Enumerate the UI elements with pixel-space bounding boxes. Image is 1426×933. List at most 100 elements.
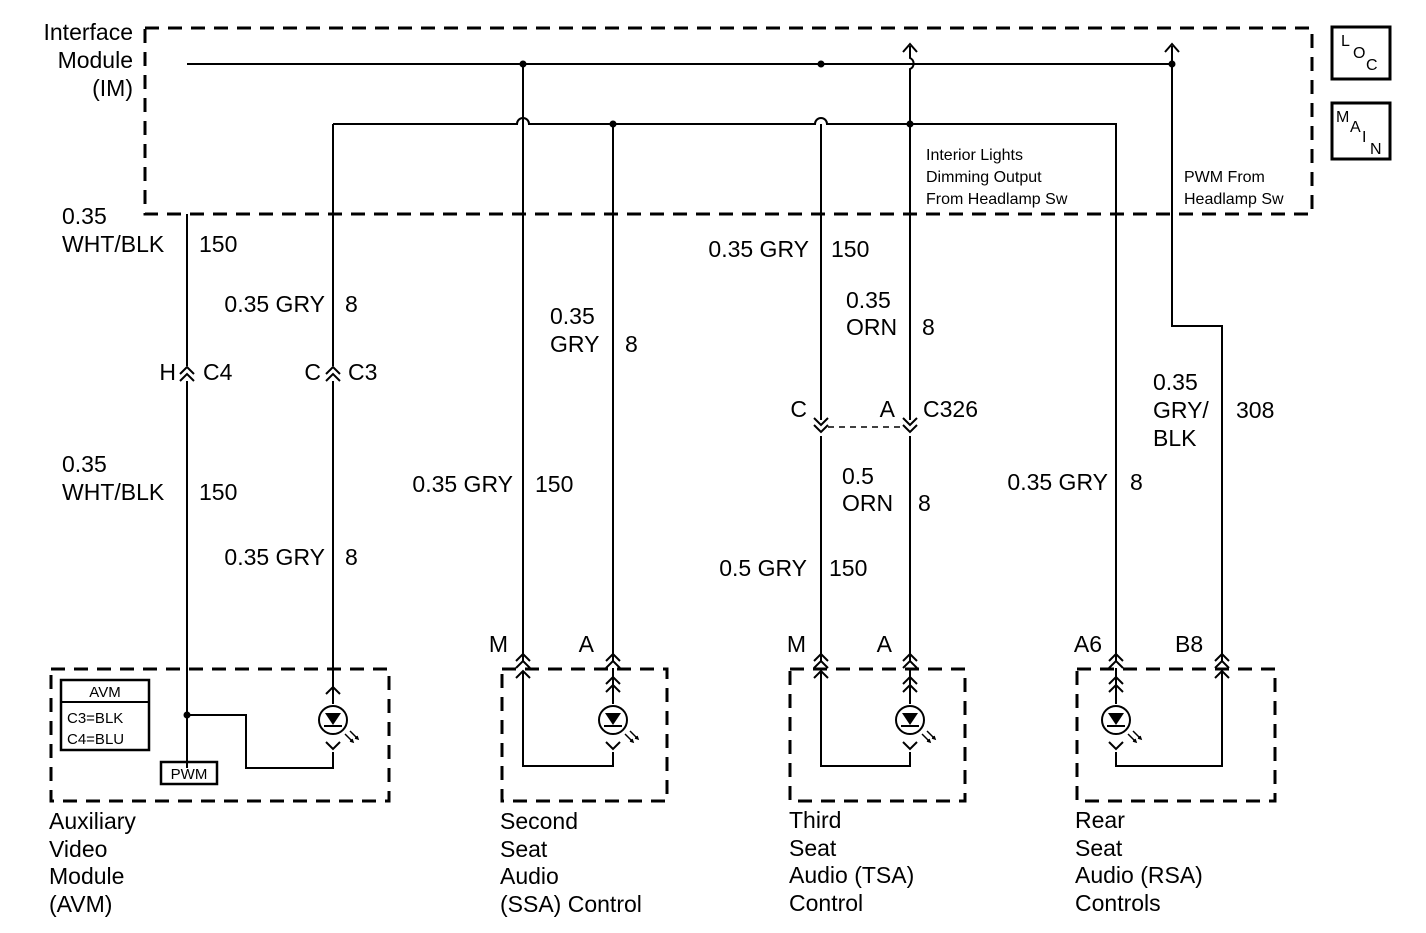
svg-text:WHT/BLK: WHT/BLK xyxy=(62,231,165,257)
tsa-name: Third Seat Audio (TSA) Control xyxy=(789,807,914,916)
connector-c4 xyxy=(179,365,195,386)
svg-text:N: N xyxy=(1370,141,1382,158)
svg-text:Controls: Controls xyxy=(1075,890,1161,916)
svg-text:I: I xyxy=(1362,129,1366,146)
svg-text:C4=BLU: C4=BLU xyxy=(67,731,124,748)
svg-text:From Headlamp Sw: From Headlamp Sw xyxy=(926,191,1068,208)
svg-text:0.35: 0.35 xyxy=(1153,369,1198,395)
svg-text:BLK: BLK xyxy=(1153,425,1197,451)
svg-text:0.5 GRY: 0.5 GRY xyxy=(719,555,807,581)
external-wires xyxy=(186,64,1223,768)
svg-text:Audio (RSA): Audio (RSA) xyxy=(1075,862,1203,888)
svg-text:C: C xyxy=(790,396,807,422)
svg-text:A: A xyxy=(877,631,893,657)
svg-text:A: A xyxy=(579,631,595,657)
svg-text:150: 150 xyxy=(535,471,573,497)
svg-text:C4: C4 xyxy=(203,359,233,385)
svg-text:(SSA) Control: (SSA) Control xyxy=(500,891,642,917)
ssa-name: Second Seat Audio (SSA) Control xyxy=(500,808,642,917)
svg-text:0.35: 0.35 xyxy=(62,203,107,229)
svg-text:Seat: Seat xyxy=(789,835,837,861)
lamp-icon xyxy=(1101,705,1142,743)
svg-text:0.35 GRY: 0.35 GRY xyxy=(708,236,809,262)
svg-text:150: 150 xyxy=(831,236,869,262)
wire-labels: 0.35 WHT/BLK 150 0.35 GRY 8 0.35 WHT/BLK… xyxy=(62,203,1274,581)
svg-text:Seat: Seat xyxy=(500,836,548,862)
svg-text:8: 8 xyxy=(1130,469,1143,495)
svg-text:Third: Third xyxy=(789,807,841,833)
svg-text:Video: Video xyxy=(49,836,107,862)
interior-lights-note: Interior Lights Dimming Output From Head… xyxy=(926,147,1068,208)
svg-text:0.35 GRY: 0.35 GRY xyxy=(412,471,513,497)
svg-text:308: 308 xyxy=(1236,397,1274,423)
svg-text:150: 150 xyxy=(199,231,237,257)
lamp-icon xyxy=(895,705,936,743)
im-boundary xyxy=(143,26,1314,216)
svg-text:GRY/: GRY/ xyxy=(1153,397,1209,423)
svg-text:M: M xyxy=(787,631,806,657)
svg-text:Audio: Audio xyxy=(500,863,559,889)
avm-name: Auxiliary Video Module (AVM) xyxy=(49,808,136,917)
svg-text:ORN: ORN xyxy=(842,490,893,516)
svg-text:Control: Control xyxy=(789,890,863,916)
svg-text:M: M xyxy=(489,631,508,657)
svg-text:C: C xyxy=(304,359,321,385)
svg-text:8: 8 xyxy=(625,331,638,357)
svg-text:Dimming Output: Dimming Output xyxy=(926,169,1042,186)
svg-text:AVM: AVM xyxy=(89,684,120,701)
svg-text:A: A xyxy=(1350,119,1361,136)
svg-text:Second: Second xyxy=(500,808,578,834)
svg-text:Headlamp Sw: Headlamp Sw xyxy=(1184,191,1284,208)
svg-text:8: 8 xyxy=(345,291,358,317)
rsa-component xyxy=(1075,667,1277,803)
svg-text:0.35 GRY: 0.35 GRY xyxy=(224,291,325,317)
module-label: Interface Module (IM) xyxy=(44,19,134,101)
lamp-icon xyxy=(598,705,639,743)
svg-text:A: A xyxy=(880,396,896,422)
svg-text:8: 8 xyxy=(345,544,358,570)
pwm-note: PWM From Headlamp Sw xyxy=(1184,169,1284,208)
svg-text:H: H xyxy=(159,359,176,385)
svg-text:L: L xyxy=(1341,33,1350,50)
svg-text:0.35: 0.35 xyxy=(550,303,595,329)
ssa-component xyxy=(500,667,669,803)
avm-component: AVM C3=BLK C4=BLU PWM xyxy=(49,662,391,803)
svg-text:C3=BLK: C3=BLK xyxy=(67,710,123,727)
svg-text:M: M xyxy=(1336,109,1349,126)
svg-text:0.35 GRY: 0.35 GRY xyxy=(224,544,325,570)
main-badge: M A I N xyxy=(1330,101,1392,161)
svg-text:0.35: 0.35 xyxy=(846,287,891,313)
svg-text:8: 8 xyxy=(918,490,931,516)
svg-text:ORN: ORN xyxy=(846,314,897,340)
svg-text:C326: C326 xyxy=(923,396,978,422)
svg-text:GRY: GRY xyxy=(550,331,599,357)
svg-text:(AVM): (AVM) xyxy=(49,891,112,917)
svg-text:150: 150 xyxy=(829,555,867,581)
rsa-name: Rear Seat Audio (RSA) Controls xyxy=(1075,807,1203,916)
svg-text:A6: A6 xyxy=(1074,631,1102,657)
connector-labels: H C4 C C3 C A C326 M A M A A6 B8 xyxy=(159,359,1203,657)
svg-text:Audio (TSA): Audio (TSA) xyxy=(789,862,914,888)
loc-badge: L O C xyxy=(1330,25,1392,81)
svg-text:0.35 GRY: 0.35 GRY xyxy=(1007,469,1108,495)
svg-text:(IM): (IM) xyxy=(92,75,133,101)
svg-text:WHT/BLK: WHT/BLK xyxy=(62,479,165,505)
svg-text:Module: Module xyxy=(49,863,124,889)
internal-buses xyxy=(187,42,1180,214)
svg-text:8: 8 xyxy=(922,314,935,340)
tsa-component xyxy=(788,667,967,803)
svg-text:Seat: Seat xyxy=(1075,835,1123,861)
svg-text:0.5: 0.5 xyxy=(842,463,874,489)
svg-text:150: 150 xyxy=(199,479,237,505)
svg-text:PWM: PWM xyxy=(171,766,208,783)
svg-text:Rear: Rear xyxy=(1075,807,1125,833)
svg-text:Auxiliary: Auxiliary xyxy=(49,808,136,834)
svg-text:C3: C3 xyxy=(348,359,377,385)
svg-text:O: O xyxy=(1353,45,1365,62)
svg-text:PWM From: PWM From xyxy=(1184,169,1265,186)
connector-c326 xyxy=(813,417,918,434)
component-connectors xyxy=(515,652,1230,669)
connector-c3 xyxy=(325,365,341,386)
svg-text:Interior Lights: Interior Lights xyxy=(926,147,1023,164)
